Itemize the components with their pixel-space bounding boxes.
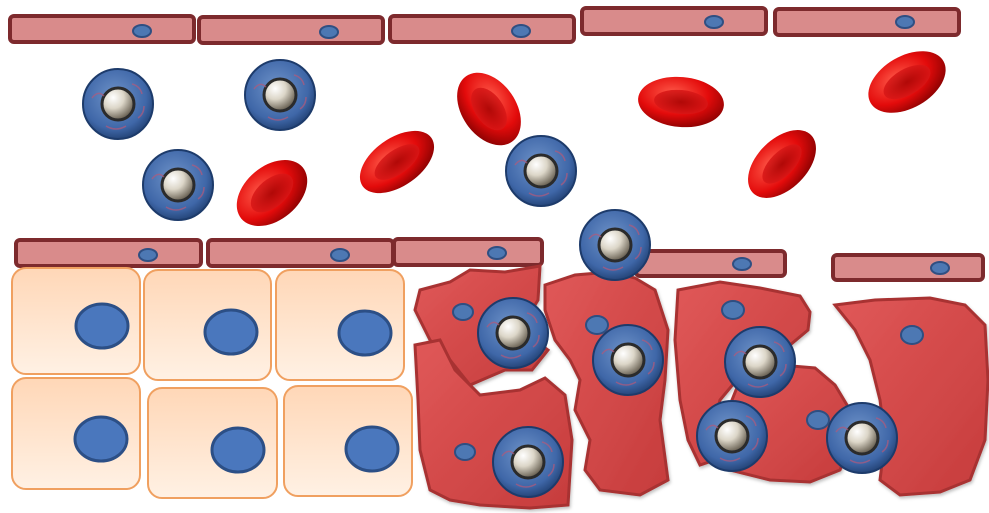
endothelial-nucleus [896,16,914,28]
immune-cell [725,327,795,397]
cell-nucleus [339,311,391,355]
immune-cell [593,325,663,395]
cell-nucleus [346,427,398,471]
healthy-cell [284,386,412,496]
red-blood-cell [224,147,320,240]
immune-cell [506,136,576,206]
immune-cell [143,150,213,220]
healthy-cell [276,270,404,380]
cell-nucleus [75,417,127,461]
endothelial-nucleus [488,247,506,259]
endothelial-cell [394,239,542,265]
cell-nucleus [212,428,264,472]
endothelial-cell [208,240,393,266]
cell-nucleus [722,301,744,319]
endothelial-nucleus [139,249,157,261]
immune-cell [245,60,315,130]
immune-cell [83,69,153,139]
red-blood-cells [224,38,956,239]
healthy-cell [148,388,277,498]
cell-nucleus [455,444,475,460]
cell-nucleus [901,326,923,344]
endothelial-nucleus [320,26,338,38]
red-blood-cell [349,118,445,205]
endothelial-nucleus [705,16,723,28]
immune-cell [478,298,548,368]
endothelial-cell [636,251,785,276]
endothelial-cell [10,16,194,42]
endothelial-nucleus [733,258,751,270]
red-blood-cell [735,117,828,210]
healthy-cell [12,268,140,374]
endothelial-nucleus [931,262,949,274]
endothelial-nucleus [331,249,349,261]
endothelial-cell [582,8,766,34]
immune-cell [827,403,897,473]
immune-cell [697,401,767,471]
endothelial-cell [390,16,574,42]
cell-nucleus [205,310,257,354]
immune-cell [580,210,650,280]
endothelial-cell [833,255,983,280]
endothelial-nucleus [133,25,151,37]
upper-vessel-wall [10,8,959,43]
cell-nucleus [586,316,608,334]
healthy-cell [12,378,140,489]
cell-nucleus [76,304,128,348]
red-blood-cell [636,73,726,130]
endothelial-cell [16,240,201,266]
endothelial-nucleus [512,25,530,37]
endothelial-cell [775,9,959,35]
cell-nucleus [453,304,473,320]
endothelial-cell [199,17,383,43]
red-blood-cell [858,38,957,125]
immune-cell [493,427,563,497]
healthy-tissue [12,268,412,498]
cell-nucleus [807,411,829,429]
healthy-cell [144,270,271,380]
